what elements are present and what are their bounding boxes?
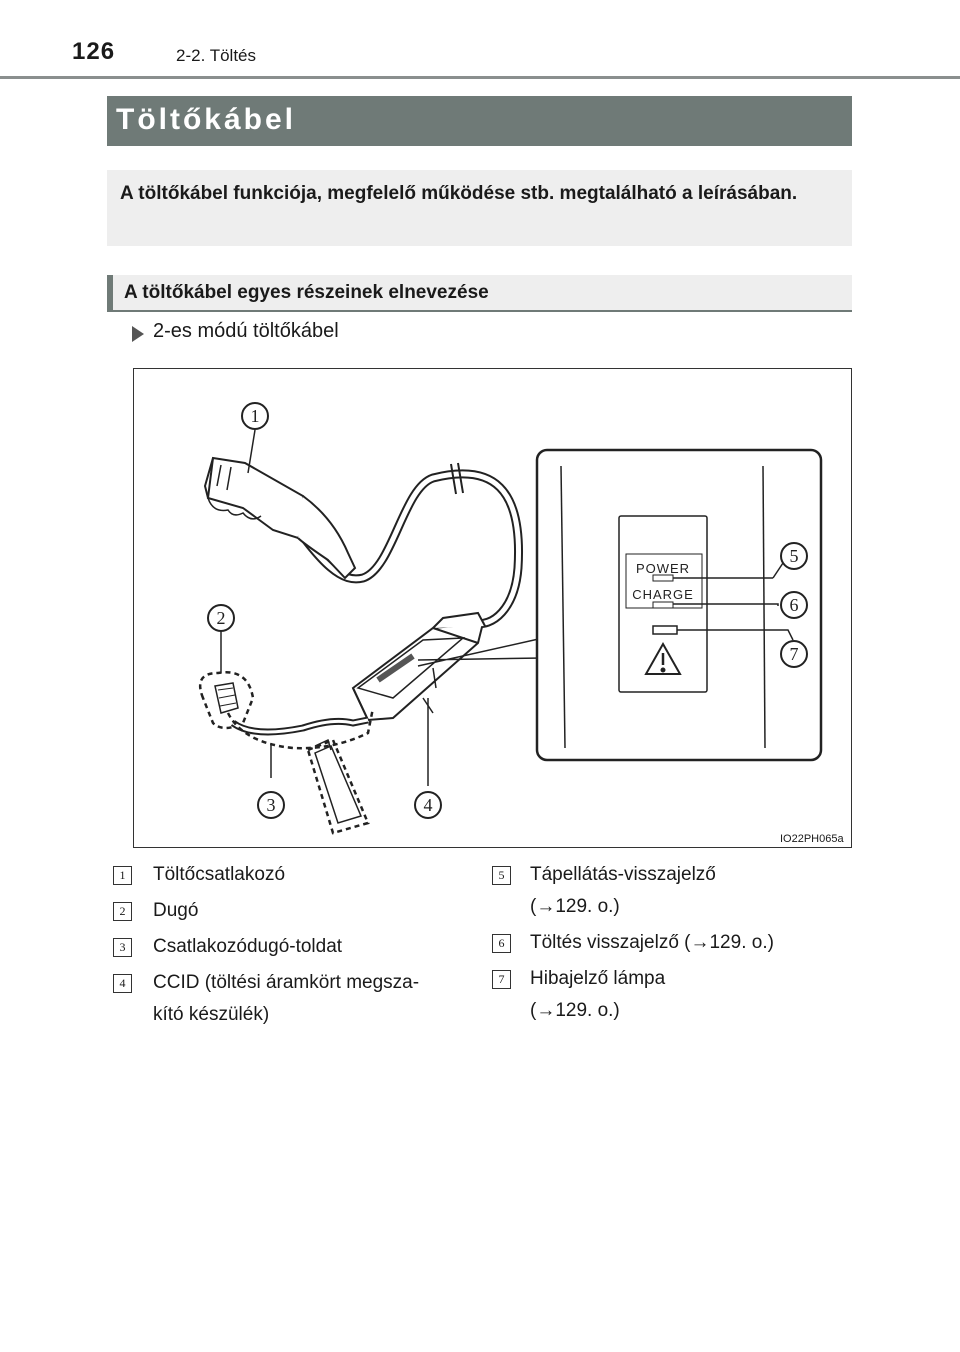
item-number-2: 2: [113, 902, 132, 921]
intro-text: A töltőkábel funkciója, megfelelő működé…: [120, 183, 798, 204]
item-7-text-line1: Hibajelző lámpa: [530, 968, 666, 989]
header-rule: [0, 76, 960, 79]
mode-label: 2-es módú töltőkábel: [153, 320, 339, 342]
item-7-text-line2: (→129. o.): [530, 1000, 620, 1021]
item-number-7: 7: [492, 970, 511, 989]
item-5-text-line2: (→129. o.): [530, 896, 620, 917]
page-number: 126: [72, 38, 116, 65]
item-number-6: 6: [492, 934, 511, 953]
indicator-panel-zoom: [535, 448, 823, 762]
callout-1: 1: [251, 406, 260, 426]
leader-lines: [220, 429, 429, 786]
intro-box: [107, 170, 852, 246]
item-number-5: 5: [492, 866, 511, 885]
callout-7: 7: [790, 644, 799, 664]
zoom-lines: [417, 637, 544, 667]
charging-connector: [203, 456, 357, 580]
figure-code: IO22PH065a: [780, 833, 844, 845]
item-number-1: 1: [113, 866, 132, 885]
callout-circle: [257, 791, 285, 819]
charging-cable-diagram: POWER CHARGE 1 2 3 4 5 6 7: [198, 402, 823, 835]
figure-frame: [133, 368, 852, 848]
plug-and-extension: [198, 671, 375, 835]
callout-circle: [780, 640, 808, 668]
item-1-text: Töltőcsatlakozó: [153, 864, 286, 885]
callout-3: 3: [267, 795, 276, 815]
callout-circle: [207, 604, 235, 632]
callout-5: 5: [790, 546, 799, 566]
item-2-text: Dugó: [153, 900, 199, 921]
item-5-text-line1: Tápellátás-visszajelző: [530, 864, 716, 885]
callout-circle: [780, 591, 808, 619]
section-label: 2-2. Töltés: [176, 46, 257, 65]
item-number-3: 3: [113, 938, 132, 957]
page-title: Töltőkábel: [116, 103, 297, 136]
subheading: A töltőkábel egyes részeinek elnevezése: [124, 282, 489, 303]
item-6-text: Töltés visszajelző (→129. o.): [530, 932, 774, 953]
triangle-bullet-icon: [132, 326, 144, 342]
panel-charge-label: CHARGE: [632, 587, 694, 602]
title-bar: [107, 96, 852, 146]
callout-6: 6: [790, 595, 799, 615]
callout-circle: [780, 542, 808, 570]
cable: [279, 462, 524, 629]
callout-circle: [414, 791, 442, 819]
item-3-text: Csatlakozódugó-toldat: [153, 936, 343, 957]
panel-power-label: POWER: [636, 561, 690, 576]
item-4-text-line1: CCID (töltési áramkört megsza-: [153, 972, 420, 993]
callout-circle: [241, 402, 269, 430]
subheading-accent: [107, 275, 113, 312]
callout-2: 2: [217, 608, 226, 628]
item-number-4: 4: [113, 974, 132, 993]
item-4-text-line2: kító készülék): [153, 1004, 270, 1025]
subheading-bar: [107, 275, 852, 312]
callout-4: 4: [424, 795, 433, 815]
